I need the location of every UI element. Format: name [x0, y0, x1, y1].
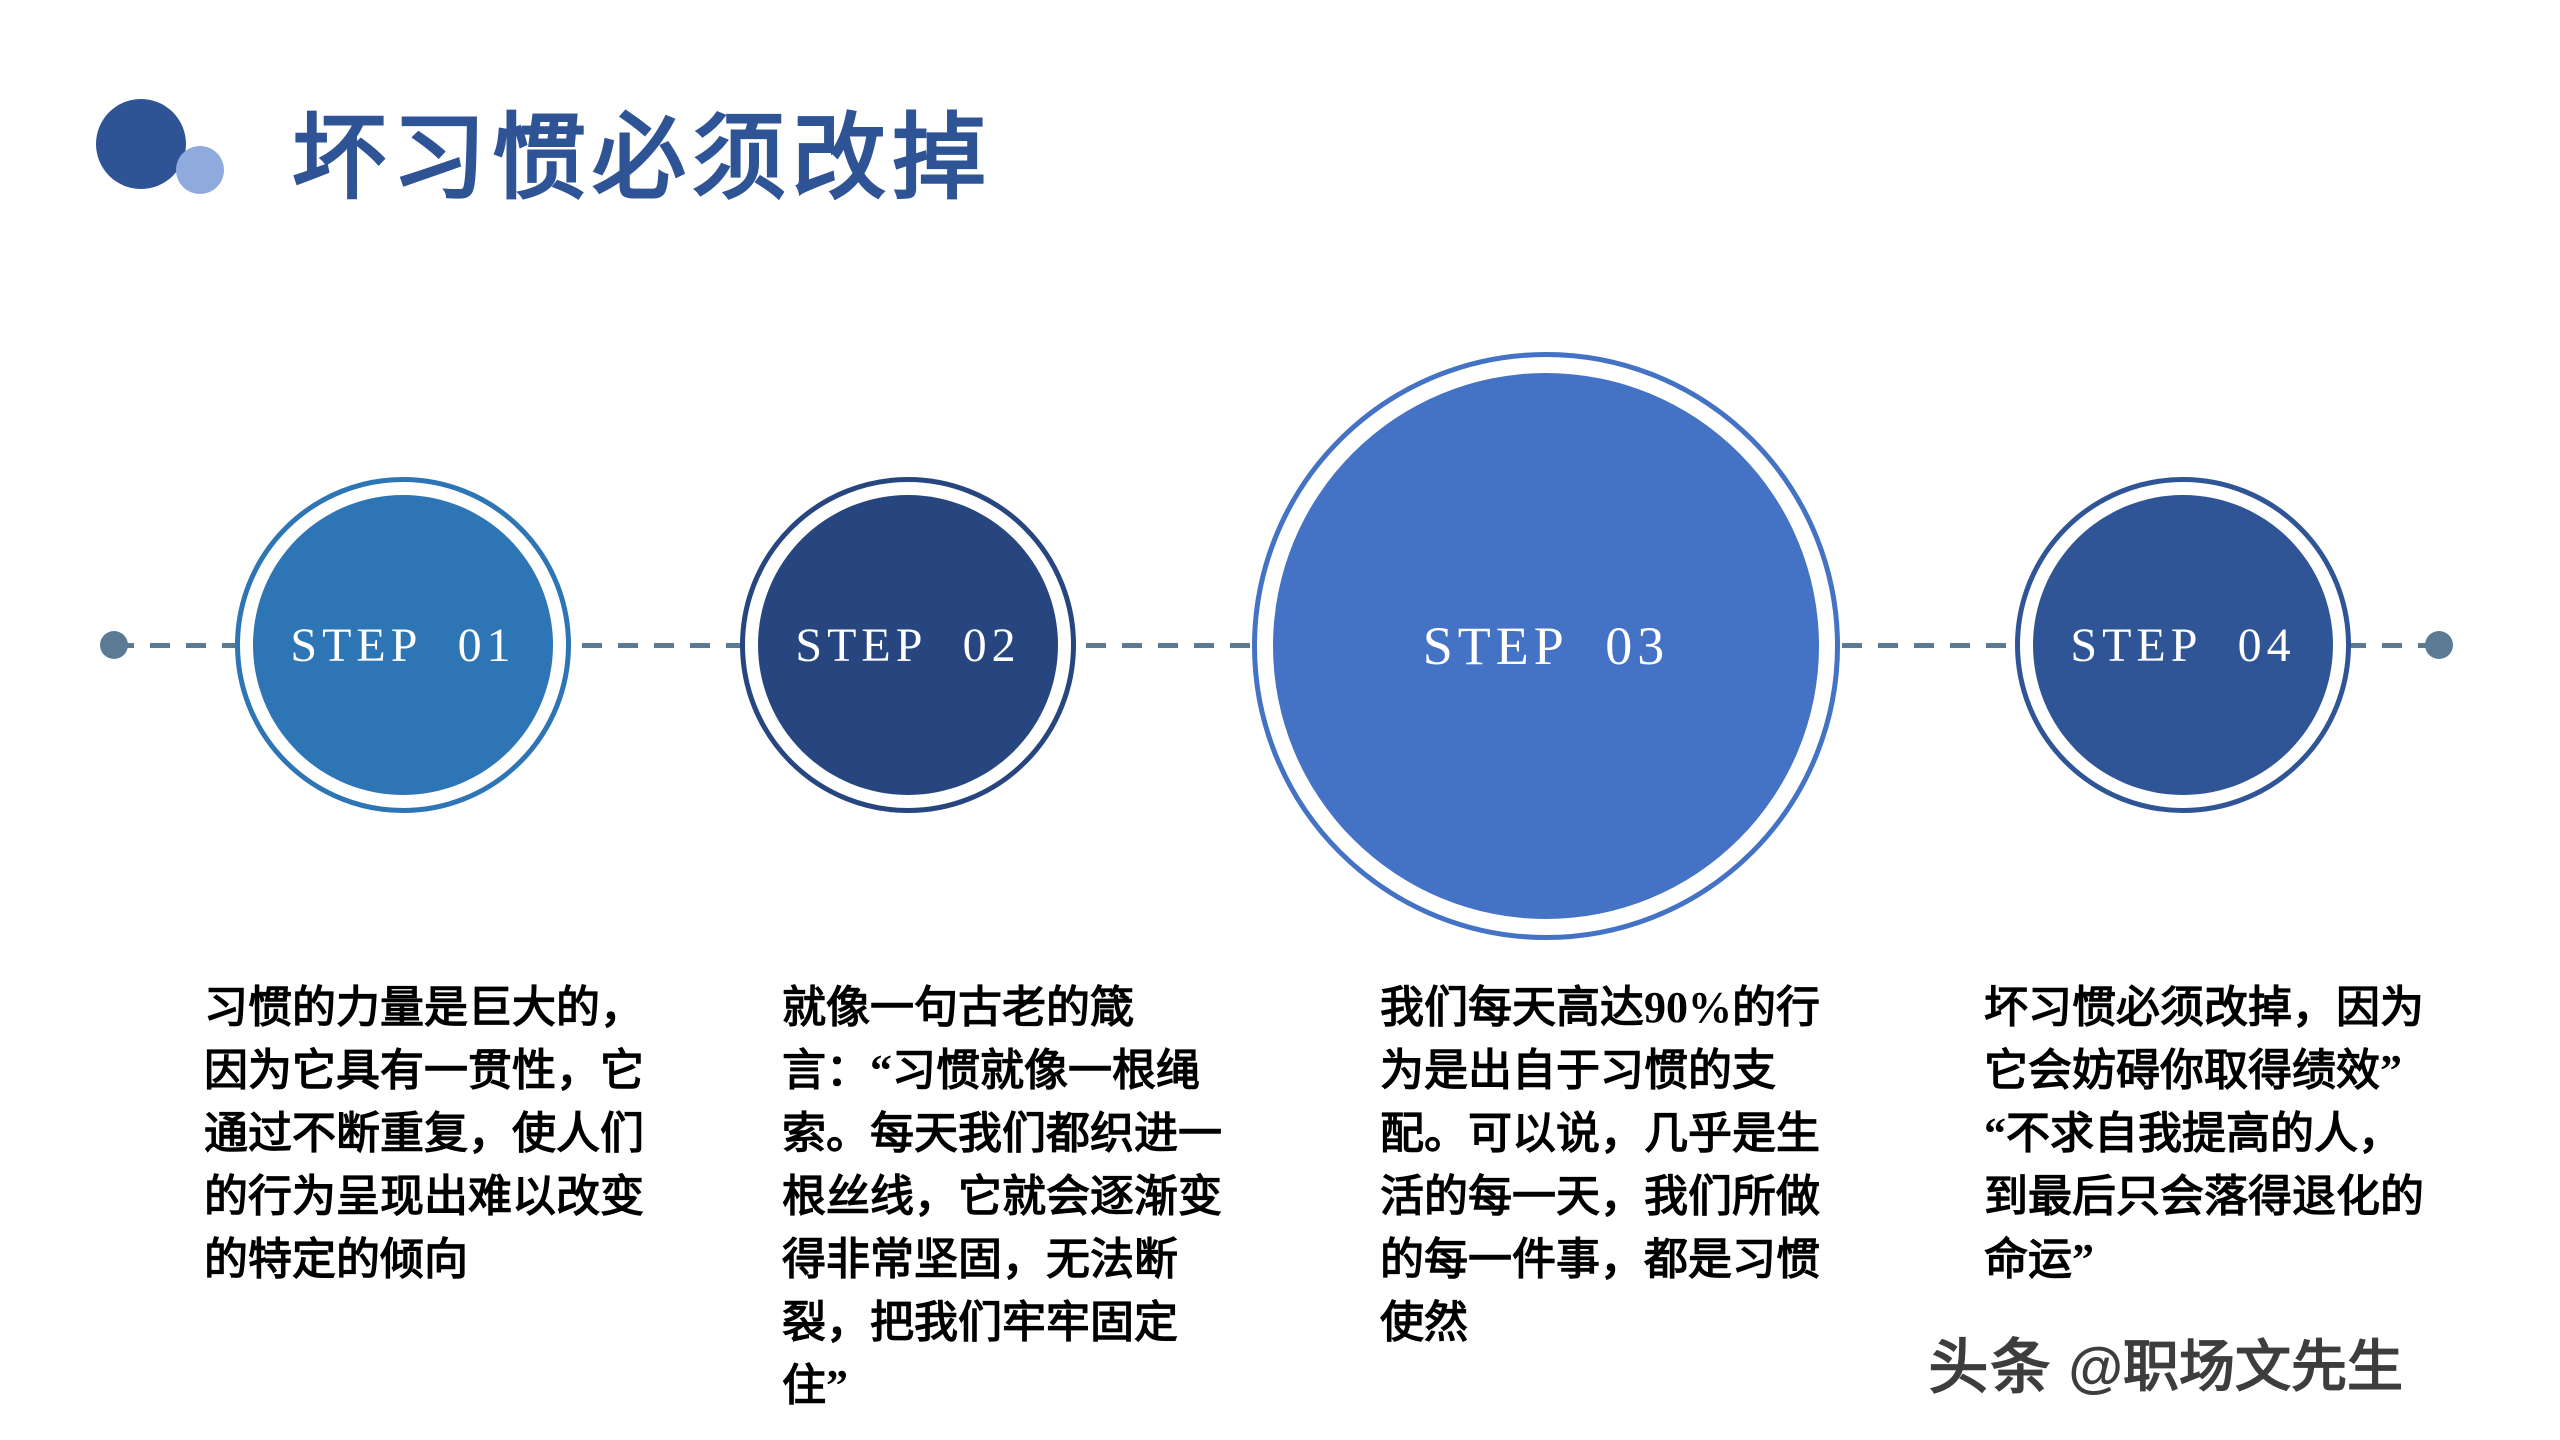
step-circle-1-fill: STEP 01: [253, 495, 553, 795]
step-circle-3-fill: STEP 03: [1273, 373, 1819, 919]
step-circle-2: STEP 02: [740, 477, 1076, 813]
step-description-2: 就像一句古老的箴言：“习惯就像一根绳索。每天我们都织进一根丝线，它就会逐渐变得非…: [782, 983, 1222, 1410]
step-description-4: 坏习惯必须改掉，因为它会妨碍你取得绩效” “不求自我提高的人，到最后只会落得退化…: [1984, 983, 2424, 1284]
step-label-1: STEP 01: [290, 618, 516, 672]
step-label-2: STEP 02: [795, 618, 1021, 672]
title-decor-circle-small: [176, 146, 224, 194]
watermark-handle: @职场文先生: [2068, 1335, 2403, 1398]
step-label-3: STEP 03: [1422, 616, 1670, 676]
timeline-end-dot-right: [2425, 631, 2453, 659]
step-circle-2-fill: STEP 02: [758, 495, 1058, 795]
title-decor-circle-large: [96, 99, 186, 189]
step-circle-1: STEP 01: [235, 477, 571, 813]
timeline-end-dot-left: [100, 631, 128, 659]
watermark-brand-toutiao: 头条: [1928, 1334, 2053, 1401]
step-label-4: STEP 04: [2070, 618, 2296, 672]
step-circle-4: STEP 04: [2015, 477, 2351, 813]
step-circle-4-fill: STEP 04: [2033, 495, 2333, 795]
watermark: 头条 @职场文先生: [1928, 1319, 2403, 1406]
step-description-3: 我们每天高达90%的行为是出自于习惯的支配。可以说，几乎是生活的每一天，我们所做…: [1380, 983, 1820, 1347]
step-circle-3: STEP 03: [1252, 352, 1840, 940]
page-title: 坏习惯必须改掉: [292, 107, 993, 211]
step-description-1: 习惯的力量是巨大的，因为它具有一贯性，它通过不断重复，使人们的行为呈现出难以改变…: [204, 983, 644, 1284]
